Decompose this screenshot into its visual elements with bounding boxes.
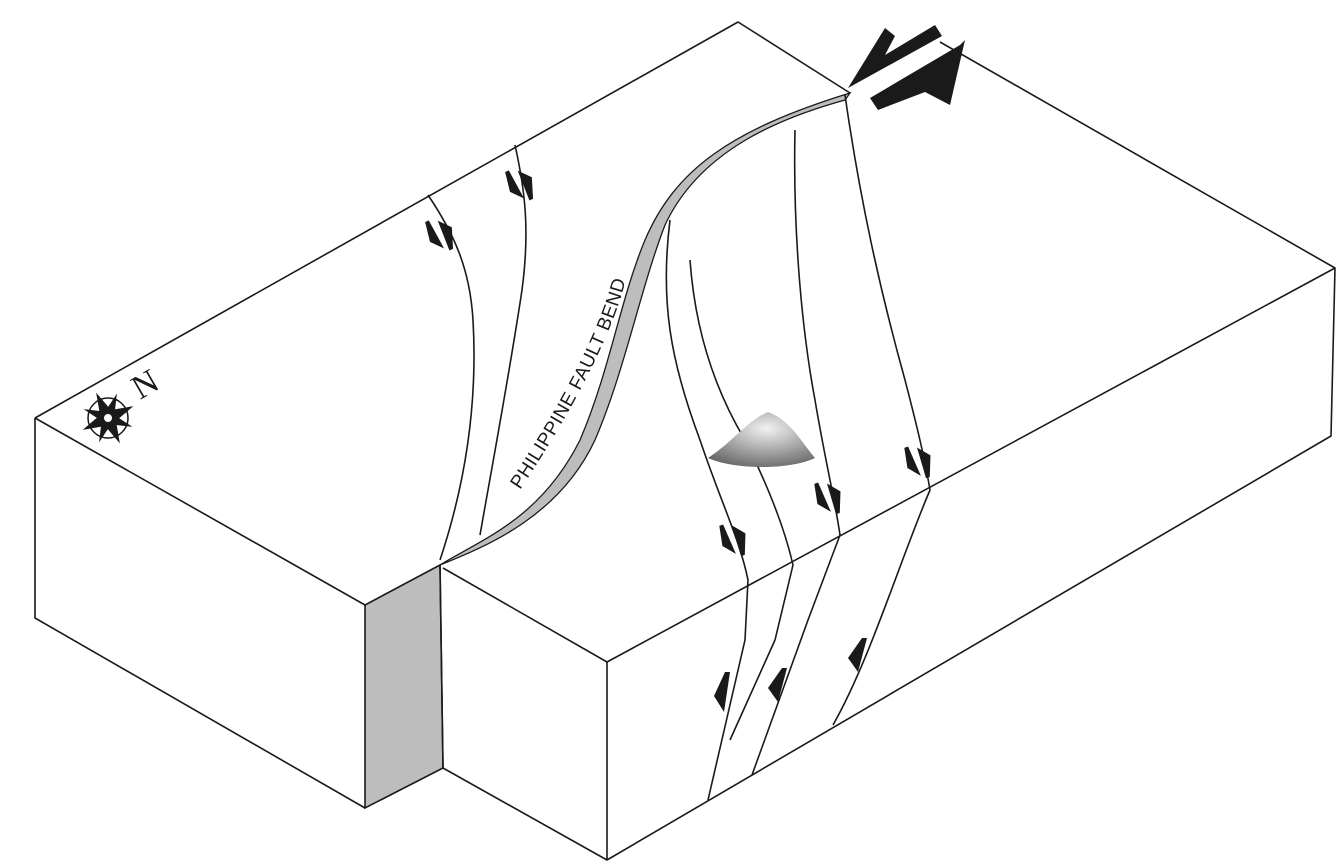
half-arrow-pair-icon	[719, 524, 746, 557]
volcano-icon	[708, 412, 815, 467]
half-arrow-pair-icon	[425, 220, 454, 251]
half-arrow-icon	[768, 668, 787, 702]
main-fault-zone	[439, 91, 852, 566]
compass-rose-icon	[82, 392, 134, 444]
half-arrow-icon	[848, 638, 867, 672]
strike-slip-arrows-icon	[848, 25, 965, 110]
half-arrow-icon	[714, 672, 730, 712]
right-block	[439, 41, 1336, 861]
half-arrow-pair-icon	[814, 482, 841, 515]
fault-motion-arrows	[425, 170, 931, 712]
fault-wall	[364, 563, 444, 810]
north-label: N	[126, 363, 166, 407]
half-arrow-pair-icon	[505, 170, 534, 201]
half-arrow-pair-icon	[904, 446, 931, 479]
